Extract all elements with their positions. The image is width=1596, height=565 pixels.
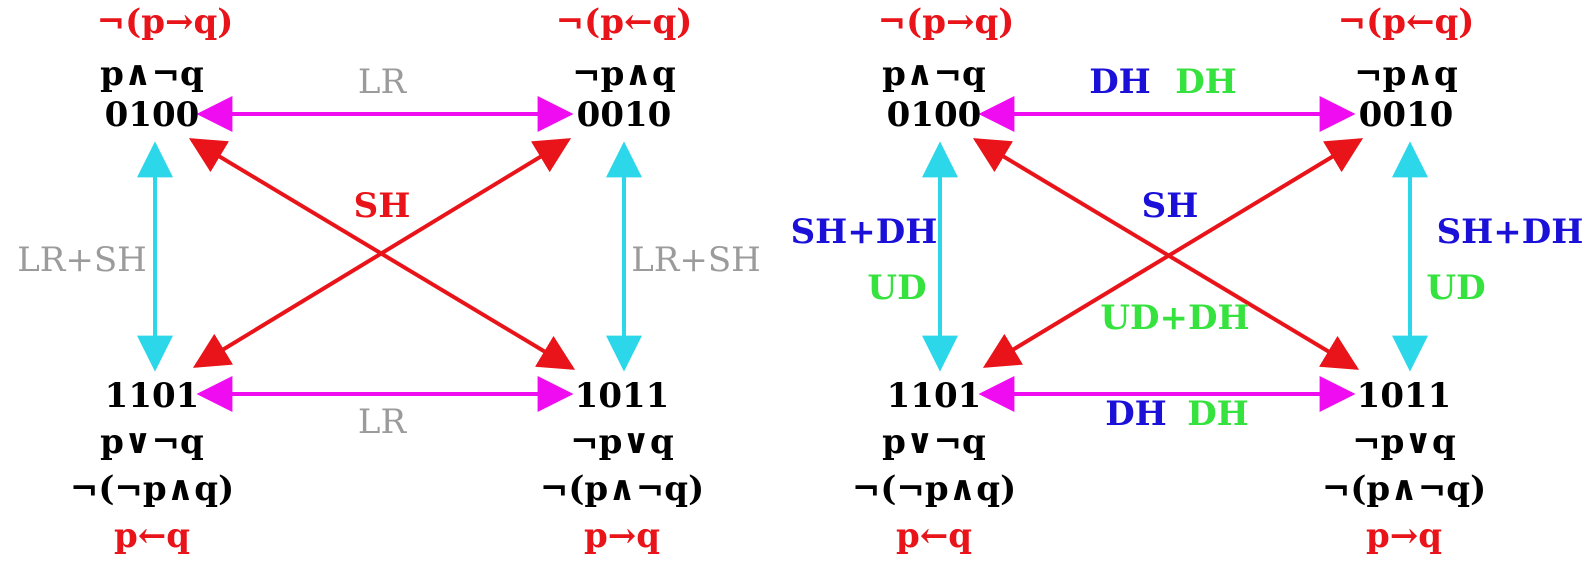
right-br-name: p→q [1365,516,1443,556]
right-bl-code: 1101 [886,376,982,416]
left-diag-arrow-2 [192,138,572,368]
left-tr-expr: ¬p∧q [572,54,676,94]
left-tr-code: 0010 [576,95,672,135]
right-bl-expr1: p∨¬q [882,422,986,462]
right-tr-code: 0010 [1358,95,1454,135]
left-bl-expr2: ¬(¬p∧q) [69,469,235,509]
left-tr-name: ¬(p←q) [555,2,693,42]
right-tl-expr: p∧¬q [882,54,986,94]
right-left-edge-label-green: UD [867,268,927,308]
left-bl-name: p←q [113,516,191,556]
arrow-layer [137,96,1428,412]
left-br-code: 1011 [574,376,670,416]
right-left-edge-label-blue: SH+DH [790,212,938,252]
right-tl-code: 0100 [886,95,982,135]
left-right-edge-label: LR+SH [631,240,761,280]
right-tr-expr: ¬p∧q [1354,54,1458,94]
left-tl-name: ¬(p→q) [96,2,234,42]
right-br-expr1: ¬p∨q [1352,422,1456,462]
right-bottom-edge-label-green: DH [1187,394,1249,434]
right-br-code: 1011 [1356,376,1452,416]
right-bottom-edge-label-blue: DH [1105,394,1167,434]
right-right-edge-label-blue: SH+DH [1436,212,1584,252]
left-bottom-edge-label: LR [357,402,407,442]
left-br-expr1: ¬p∨q [570,422,674,462]
right-right-edge-label-green: UD [1426,268,1486,308]
right-top-edge-label-green: DH [1175,62,1237,102]
right-tl-name: ¬(p→q) [877,2,1015,42]
left-br-expr2: ¬(p∧¬q) [539,469,705,509]
left-tl-code: 0100 [104,95,200,135]
right-center-label-blue: SH [1141,186,1199,226]
right-bl-name: p←q [895,516,973,556]
left-top-edge-label: LR [357,62,407,102]
left-bl-expr1: p∨¬q [100,422,204,462]
left-bl-code: 1101 [104,376,200,416]
left-tl-expr: p∧¬q [100,54,204,94]
right-diag-arrow-2 [982,138,1364,368]
right-br-expr2: ¬(p∧¬q) [1321,469,1487,509]
right-top-edge-label-blue: DH [1089,62,1151,102]
left-center-label: SH [353,186,411,226]
left-br-name: p→q [583,516,661,556]
left-left-edge-label: LR+SH [17,240,147,280]
right-center-label-green: UD+DH [1100,298,1250,338]
right-tr-name: ¬(p←q) [1337,2,1475,42]
right-bl-expr2: ¬(¬p∧q) [851,469,1017,509]
